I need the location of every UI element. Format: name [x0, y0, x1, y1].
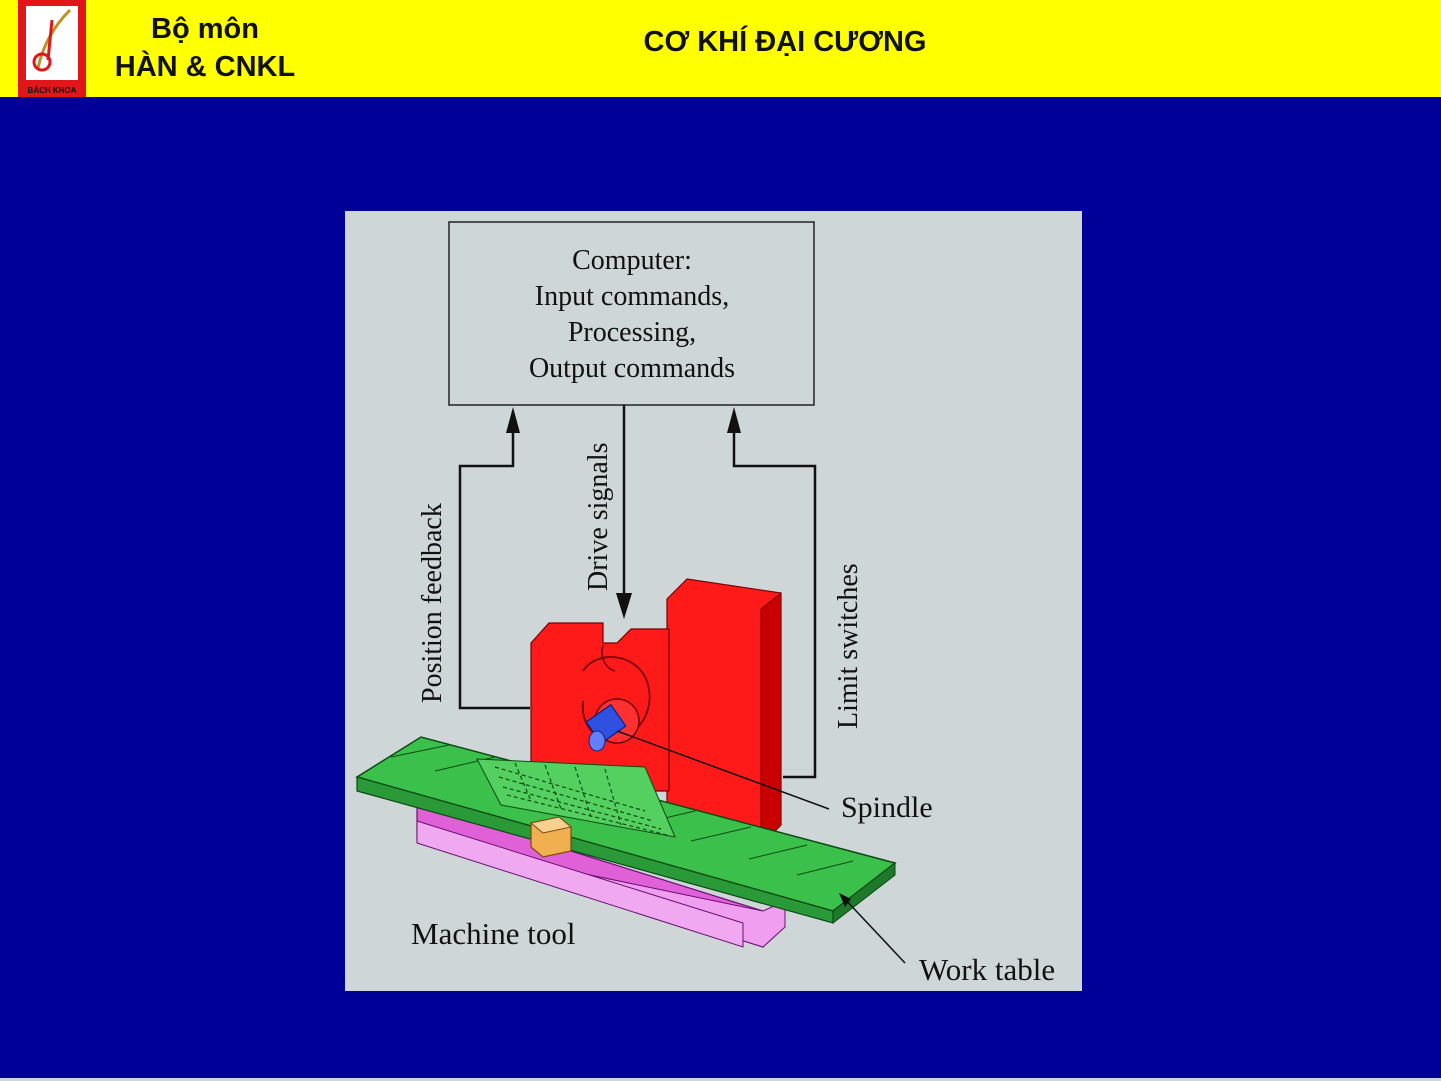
- computer-line-3: Processing,: [568, 317, 696, 348]
- computer-line-2: Input commands,: [535, 281, 729, 312]
- drive-signals-label: Drive signals: [583, 442, 614, 591]
- computer-line-1: Computer:: [572, 245, 692, 276]
- machine-tool-label: Machine tool: [411, 916, 575, 951]
- computer-line-4: Output commands: [529, 353, 735, 384]
- position-feedback-label: Position feedback: [417, 503, 448, 703]
- department-name: Bộ môn HÀN & CNKL: [100, 10, 310, 86]
- work-table-label: Work table: [919, 952, 1055, 987]
- page-title: CƠ KHÍ ĐẠI CƯƠNG: [520, 26, 1050, 59]
- university-logo: BÁCH KHOA: [18, 0, 86, 97]
- cnc-diagram: Computer: Input commands, Processing, Ou…: [345, 211, 1082, 991]
- logo-text: BÁCH KHOA: [28, 86, 77, 95]
- department-line-2: HÀN & CNKL: [100, 48, 310, 86]
- department-line-1: Bộ môn: [100, 10, 310, 48]
- limit-switches-label: Limit switches: [833, 563, 864, 729]
- header-bar: BÁCH KHOA Bộ môn HÀN & CNKL CƠ KHÍ ĐẠI C…: [0, 0, 1441, 97]
- spindle-label: Spindle: [841, 791, 933, 824]
